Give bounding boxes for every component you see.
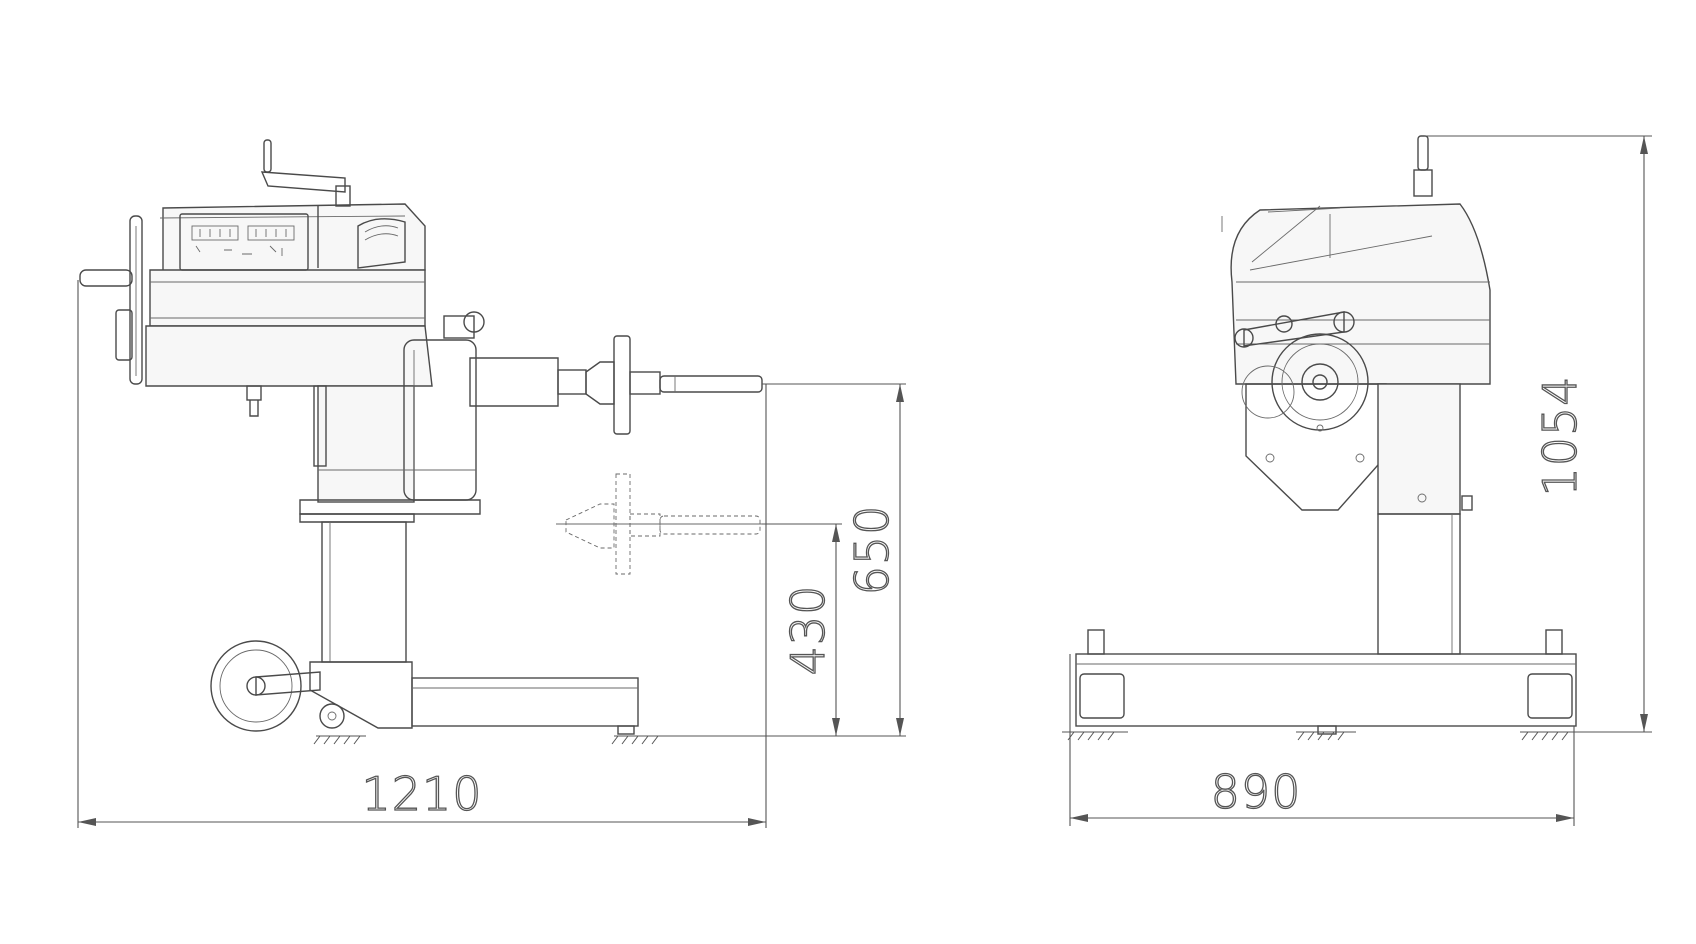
head-connector	[246, 385, 262, 417]
front-view	[79, 139, 764, 745]
column-body	[299, 311, 485, 523]
spindle-raised	[585, 335, 763, 435]
side-pulley-panel	[1234, 311, 1387, 511]
side-dimensions: 890 1054	[1069, 135, 1652, 826]
transport-wheel	[210, 640, 345, 732]
ground-marks-front	[313, 735, 660, 745]
display-panel	[179, 213, 309, 271]
side-height-label: 1054	[1533, 375, 1587, 496]
front-width-label: 1210	[361, 767, 482, 821]
side-crank-handle	[79, 215, 143, 385]
base-frame	[309, 661, 639, 735]
top-crank-handle	[260, 139, 351, 207]
support-post	[321, 521, 407, 663]
side-top-handle	[1413, 135, 1433, 197]
ground-marks-side	[1062, 731, 1580, 741]
side-base-frame	[1075, 629, 1577, 735]
machine-head	[145, 203, 433, 387]
front-dimensions: 1210 650 430	[77, 280, 906, 828]
spindle-high-label: 650	[845, 505, 899, 596]
side-housing	[1221, 203, 1491, 385]
spindle-low-label: 430	[781, 585, 835, 676]
spindle-lowered	[556, 473, 764, 575]
side-width-label: 890	[1211, 765, 1302, 819]
spindle-arm	[469, 357, 587, 407]
side-column	[1377, 383, 1473, 655]
side-view	[1062, 135, 1580, 741]
